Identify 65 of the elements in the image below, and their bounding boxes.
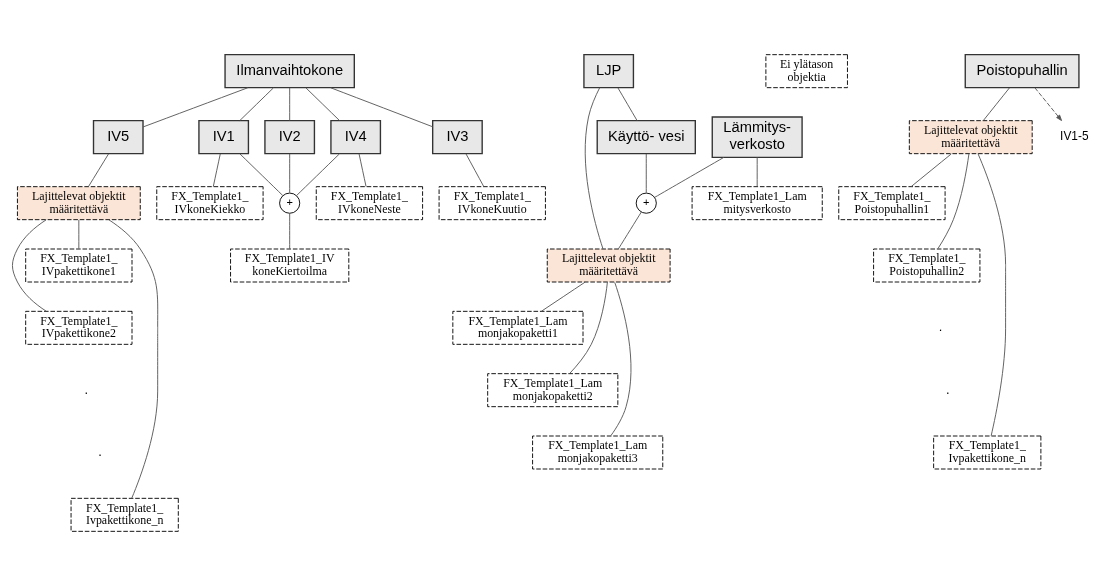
node-box: IV2 [264,119,316,154]
connector [296,153,340,196]
connector [465,153,485,187]
connector [358,153,367,187]
label: . [946,381,950,397]
connector [540,281,586,312]
connector [617,87,638,121]
node-box: Käyttö- vesi [596,119,696,154]
connector [212,153,221,187]
connector [584,86,604,249]
label: . [98,443,102,459]
connector [654,156,725,198]
node-box: Ilmanvaihtokone [224,53,355,88]
connector [78,219,80,249]
node-box: Lämmitys- verkosto [711,115,803,158]
connector [982,87,1010,121]
connector [305,87,340,121]
node-box: FX_Template1_ IVkoneKuutio [438,185,546,220]
node-box: IV4 [330,119,382,154]
node-box: FX_Template1_ Poistopuhallin1 [838,185,946,220]
connector [610,281,632,436]
connector [289,212,291,249]
node-box: FX_Template1_IV koneKiertoilma [230,248,350,282]
connector [910,153,952,187]
node-box: FX_Template1_Lam monjakopaketti3 [532,435,664,469]
node-box: Lajittelevat objektit määritettävä [16,185,141,220]
node-box: Lajittelevat objektit määritettävä [908,119,1033,154]
connector [12,218,47,312]
connector [330,86,434,127]
node-box: Poistopuhallin [964,53,1080,88]
node-box: IV5 [92,119,144,154]
node-box: FX_Template1_ IVkoneNeste [315,185,424,220]
connector [569,281,608,374]
label: . [938,318,943,334]
connector [239,153,284,196]
node-box: FX_Template1_Lam monjakopaketti2 [487,372,619,407]
node-box: IV3 [432,119,483,154]
node-box: FX_Template1_ IVpakettikone2 [25,310,133,345]
node-circle: + [635,192,657,214]
node-box: Ei ylätason objektia [765,53,848,88]
node-box: LJP [583,53,635,88]
connector [645,153,647,193]
connector [289,153,291,193]
node-text: IV1-5 [1060,128,1089,143]
arrow [1034,87,1063,121]
node-box: FX_Template1_ IVkoneKiekko [156,185,264,220]
connector [108,218,159,498]
connector [756,156,758,187]
connector [142,86,249,127]
connector [977,152,1007,436]
node-box: FX_Template1_Lam monjakopaketti1 [452,310,584,345]
connector [88,153,109,187]
node-box: FX_Template1_ Poistopuhallin2 [873,248,981,282]
node-box: IV1 [198,119,250,154]
node-box: FX_Template1_Lam mitysverkosto [691,185,823,220]
node-box: FX_Template1_ IVpakettikone1 [25,248,133,282]
node-box: FX_Template1_ Ivpakettikone_n [70,497,179,532]
node-circle: + [279,192,301,214]
label: . [84,381,88,397]
node-box: Lajittelevat objektit määritettävä [546,248,671,282]
node-box: FX_Template1_ Ivpakettikone_n [933,435,1042,469]
connector [937,152,970,249]
connector [617,211,642,249]
connector [289,87,291,121]
connector [239,87,274,121]
